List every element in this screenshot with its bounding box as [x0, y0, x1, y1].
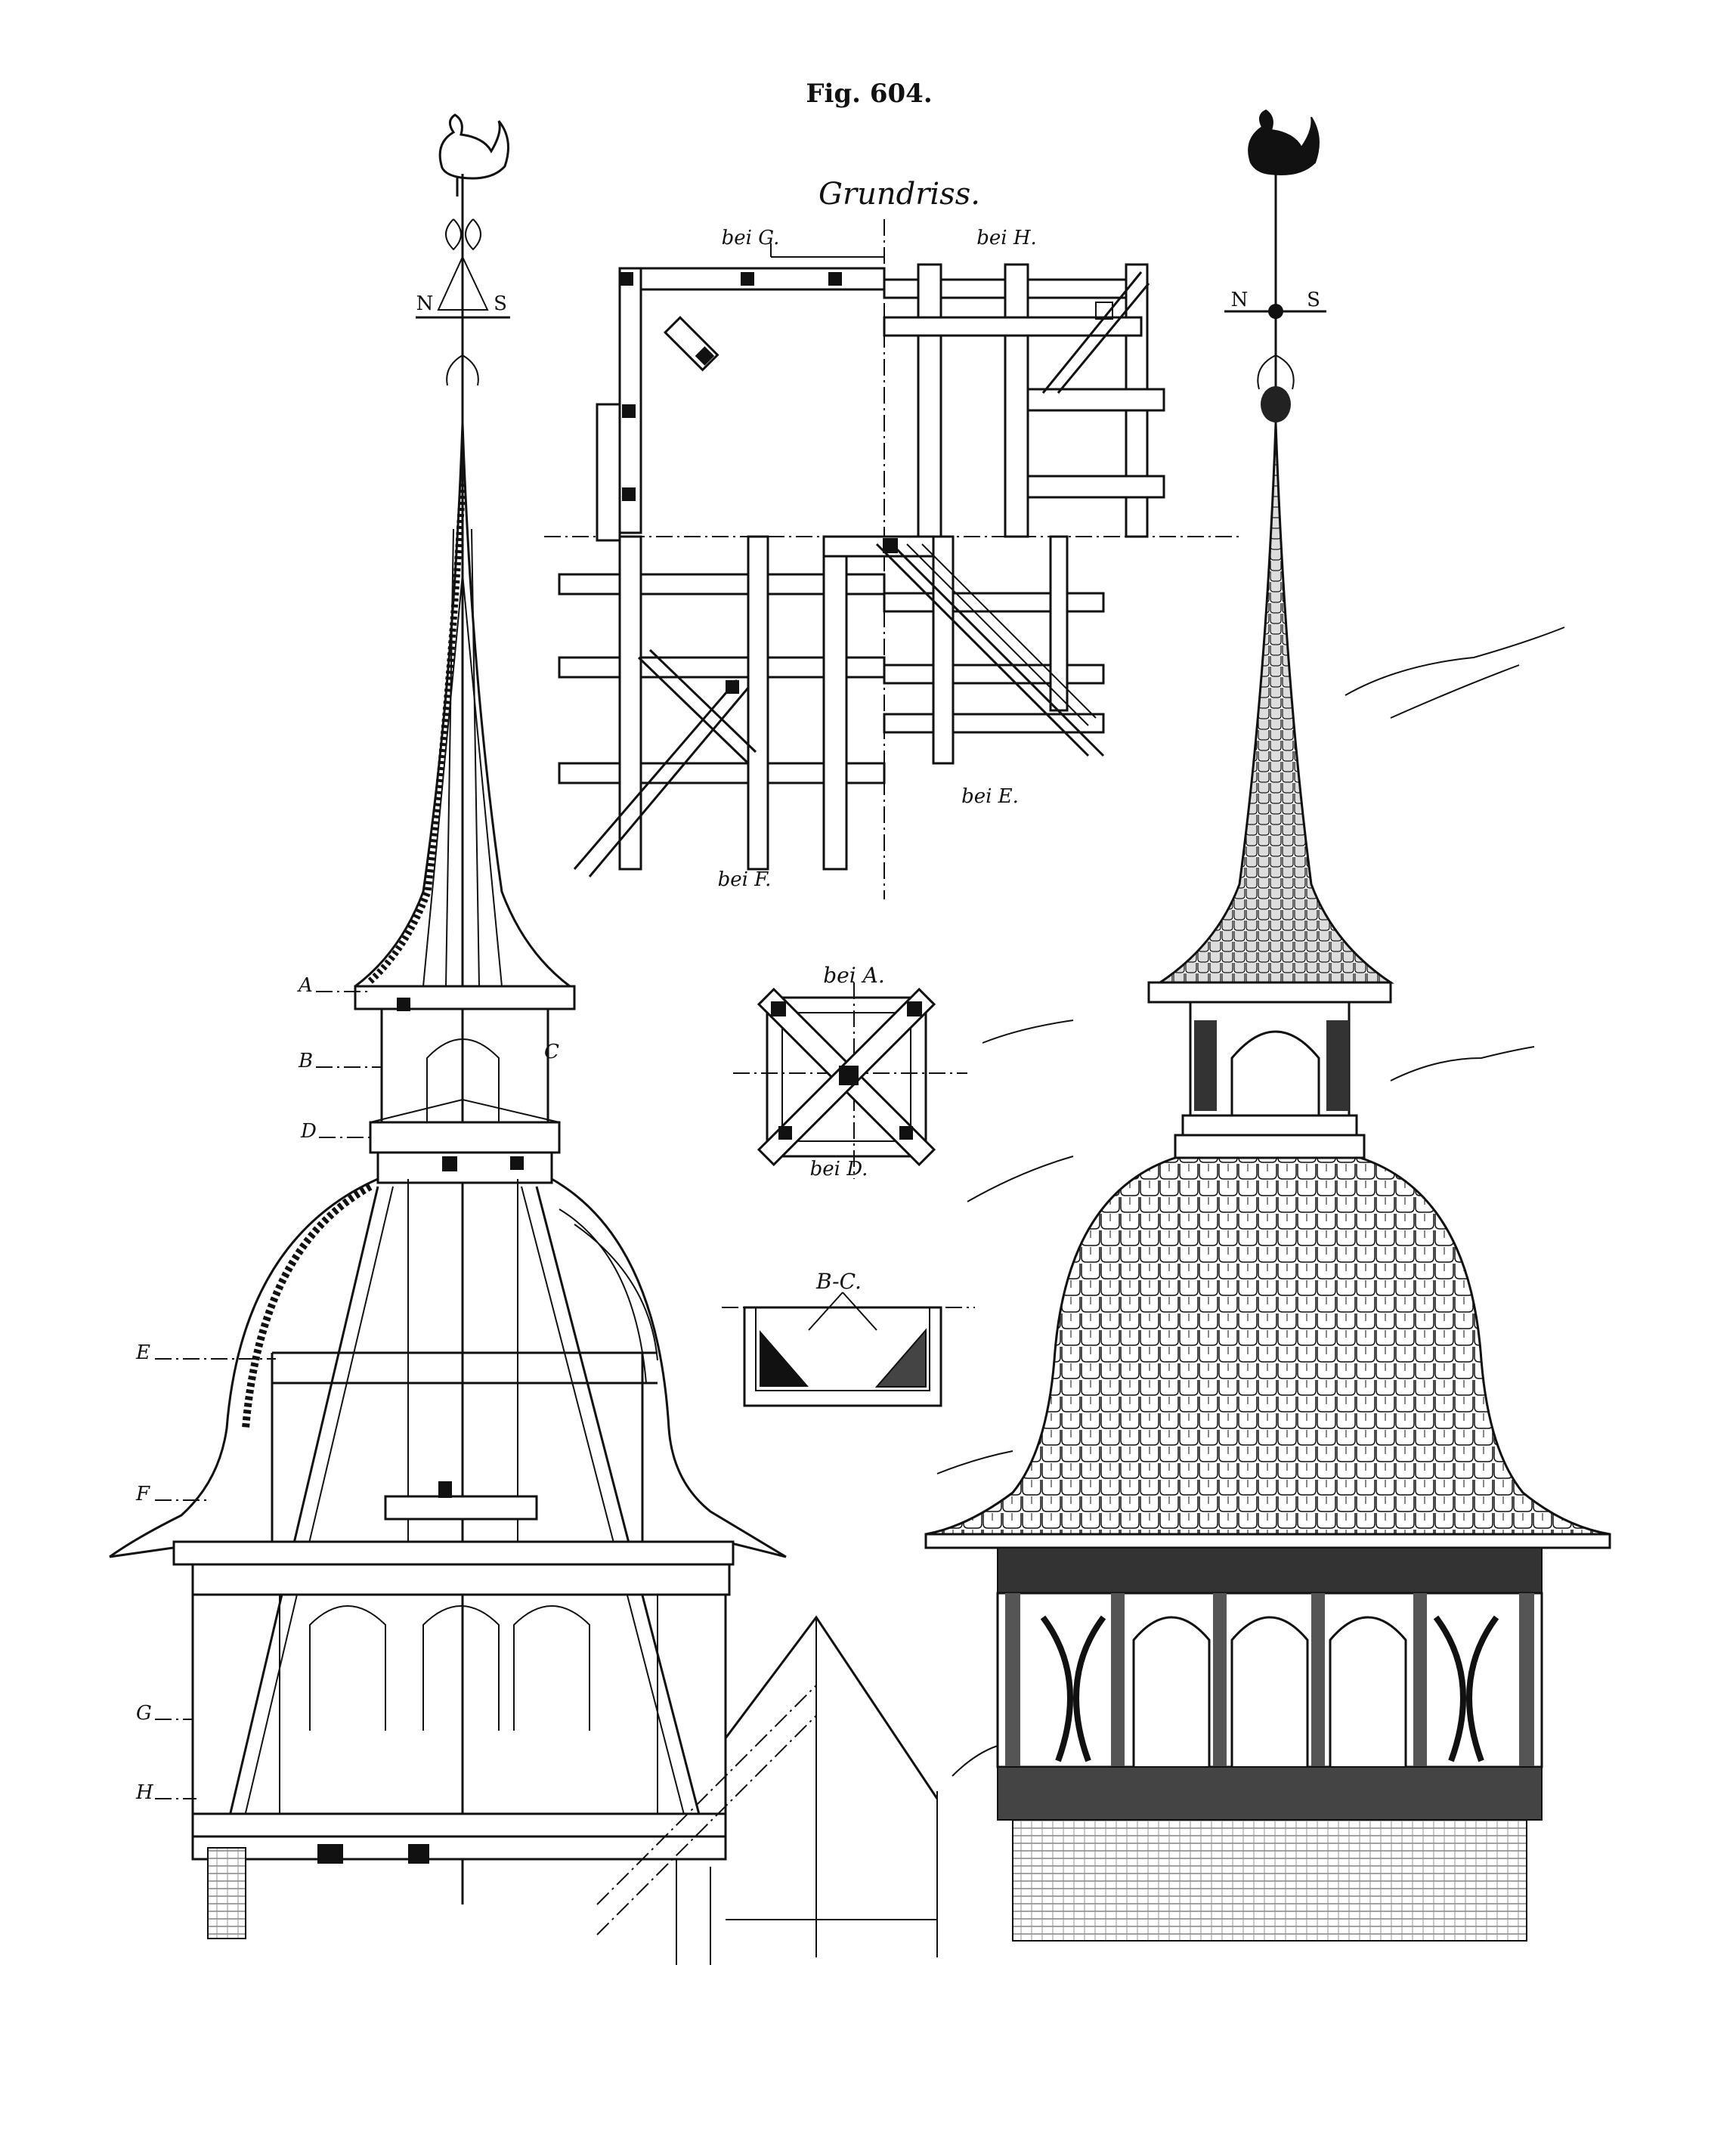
- detail-d-label: bei D.: [810, 1158, 868, 1180]
- vane-north-right-label: N: [1231, 289, 1249, 311]
- detail-a-d: bei A. bei D.: [733, 963, 967, 1180]
- svg-text:F: F: [135, 1483, 150, 1505]
- plan-label-bei-h: bei H.: [976, 227, 1037, 249]
- plan-title: Grundriss.: [818, 177, 980, 212]
- svg-text:C: C: [544, 1041, 559, 1063]
- svg-text:G: G: [136, 1702, 152, 1725]
- vane-south-label: S: [494, 292, 507, 315]
- rooster-weathervane-right-icon: [1248, 109, 1320, 175]
- section-marker-g: G: [136, 1702, 193, 1725]
- figure-title: Fig. 604.: [806, 79, 932, 109]
- svg-text:B: B: [298, 1050, 313, 1072]
- vane-north-label: N: [416, 292, 434, 315]
- plan-label-bei-f: bei F.: [718, 868, 772, 891]
- section-marker-e: E: [135, 1341, 276, 1364]
- floor-plan: Grundriss. bei G. bei H. bei E. bei F.: [544, 177, 1239, 899]
- sky-hatching: [936, 627, 1565, 1777]
- detail-b-c: B-C.: [722, 1269, 975, 1407]
- detail-bc-label: B-C.: [815, 1269, 862, 1294]
- section-marker-h: H: [135, 1781, 196, 1804]
- section-marker-f: F: [135, 1483, 208, 1505]
- vane-south-right-label: S: [1307, 289, 1320, 311]
- rooster-weathervane-icon: [438, 113, 509, 196]
- plan-label-bei-g: bei G.: [722, 227, 780, 249]
- plan-label-bei-e: bei E.: [961, 785, 1019, 808]
- section-elevation: N S: [109, 113, 939, 1965]
- section-marker-b: B: [298, 1050, 382, 1072]
- section-marker-c: C: [544, 1041, 559, 1063]
- svg-text:D: D: [300, 1120, 317, 1143]
- tower-elevation: N S: [924, 109, 1611, 1942]
- svg-text:H: H: [135, 1781, 154, 1804]
- svg-text:A: A: [297, 974, 313, 997]
- section-marker-d: D: [300, 1120, 374, 1143]
- svg-text:E: E: [135, 1341, 150, 1364]
- section-marker-a: A: [297, 974, 370, 997]
